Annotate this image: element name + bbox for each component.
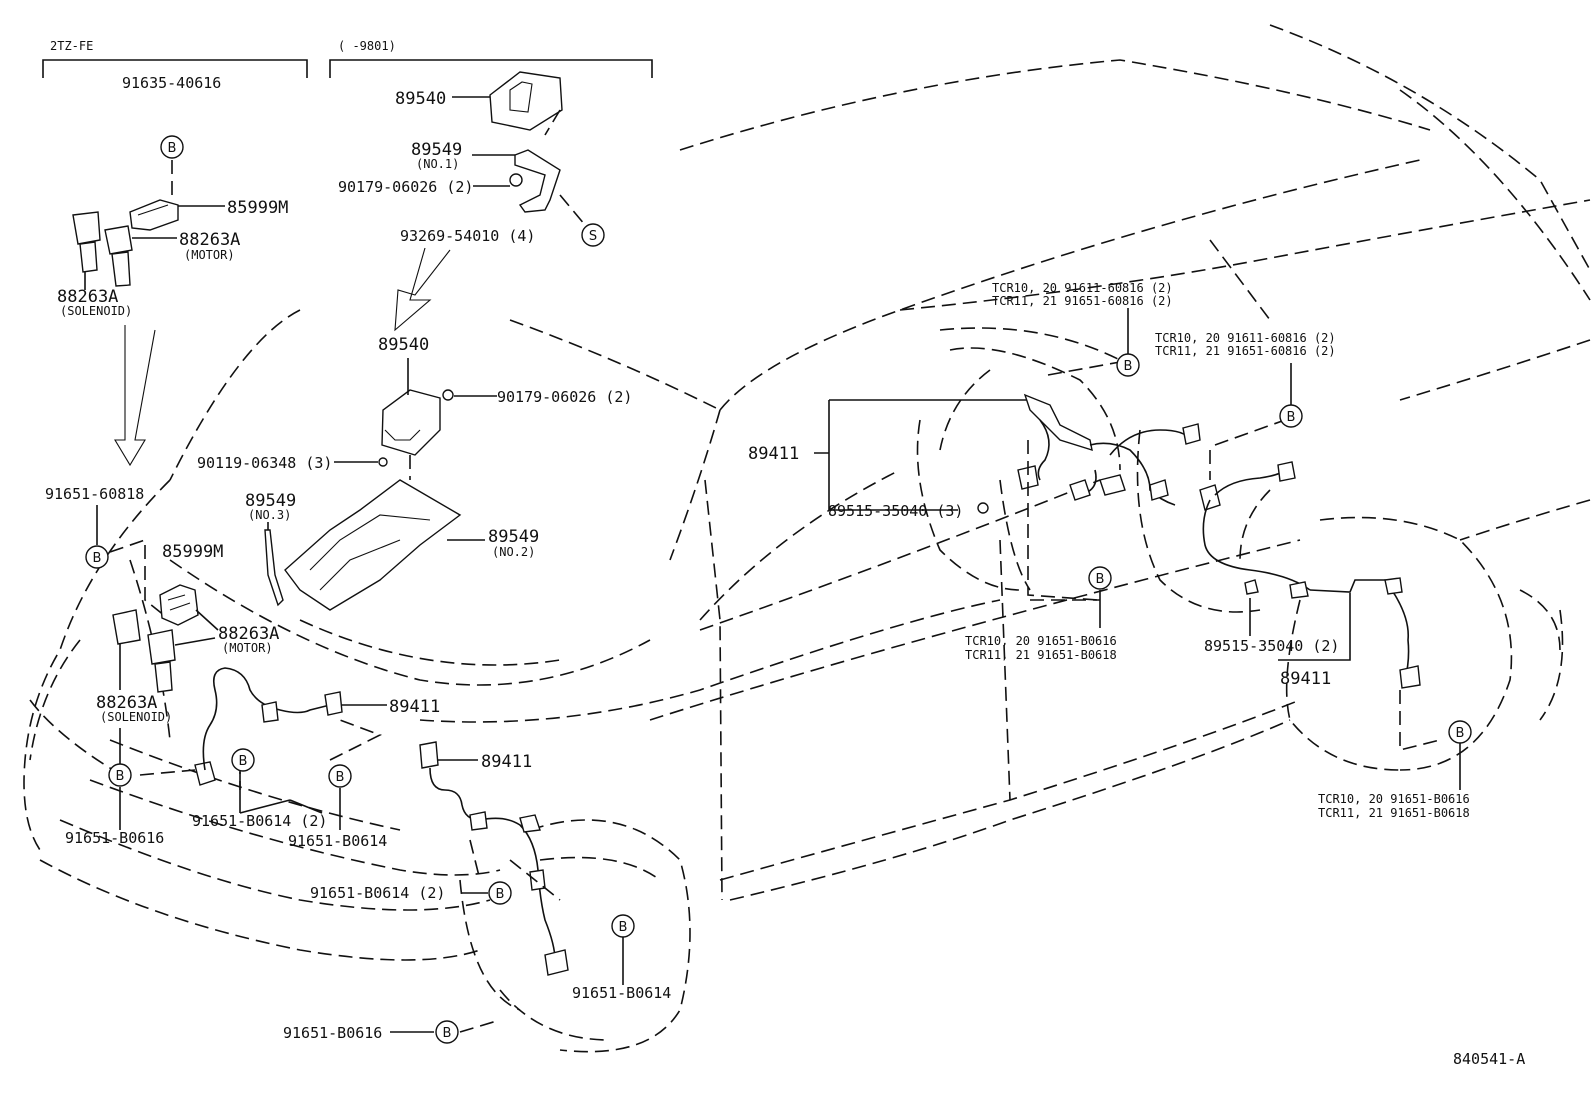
label-rear-l-tcr1020-b: TCR10, 20 91651-B0616 (1318, 792, 1470, 806)
label-89549-no1: 89549 (411, 140, 462, 160)
b-marker: B (108, 763, 132, 787)
b-marker: B (231, 748, 255, 772)
b-marker-text: B (496, 887, 505, 902)
b-marker-text: B (239, 754, 248, 769)
b-marker-text: B (619, 920, 628, 935)
label-88263a-motor-mid: 88263A (218, 624, 279, 644)
label-91651-b0614-b: 91651-B0614 (572, 984, 671, 1002)
label-88263a-motor-top: 88263A (179, 230, 240, 250)
front-sensor-parts (96, 505, 387, 830)
label-89411-rear-r: 89411 (748, 444, 799, 464)
label-91635: 91635-40616 (122, 74, 221, 92)
label-no2: (NO.2) (492, 545, 535, 559)
part-labels: 2TZ-FE ( -9801) 91635-40616 85999M 88263… (45, 39, 1525, 1068)
b-marker: B (328, 764, 352, 788)
engine-header: 2TZ-FE (50, 39, 93, 53)
engine-bay-parts (264, 358, 497, 611)
label-solenoid-mid: (SOLENOID) (100, 710, 172, 724)
b-marker-text: B (1456, 726, 1465, 741)
label-motor-top: (MOTOR) (184, 248, 235, 262)
label-89540-mid: 89540 (378, 335, 429, 355)
label-89549-no2: 89549 (488, 527, 539, 547)
label-89411-front-r: 89411 (389, 697, 440, 717)
label-89549-no3: 89549 (245, 491, 296, 511)
label-rear-r-tcr1020-b: TCR10, 20 91651-B0616 (965, 634, 1117, 648)
label-solenoid-top: (SOLENOID) (60, 304, 132, 318)
b-marker-text: B (1096, 572, 1105, 587)
b-marker: B (611, 914, 635, 938)
b-marker: B (1279, 404, 1303, 428)
label-91651-b0616-left: 91651-B0616 (65, 829, 164, 847)
label-88263a-solenoid-top: 88263A (57, 287, 118, 307)
b-marker-text: B (443, 1026, 452, 1041)
label-rear-r-tcr1121-b: TCR11, 21 91651-B0618 (965, 648, 1117, 662)
label-90119: 90119-06348 (3) (197, 454, 332, 472)
b-marker-text: B (93, 551, 102, 566)
label-85999m-mid: 85999M (162, 542, 223, 562)
rear-harness (814, 308, 1461, 790)
label-85999m-top: 85999M (227, 198, 288, 218)
label-90179-mid: 90179-06026 (2) (497, 388, 632, 406)
illustration-code: 840541-A (1453, 1050, 1525, 1068)
b-marker-text: B (336, 770, 345, 785)
label-89515-2: 89515-35040 (2) (1204, 637, 1339, 655)
b-marker: B (1088, 566, 1112, 590)
b-marker-text: B (168, 141, 177, 156)
b-marker: B (435, 1020, 459, 1044)
label-89411-rear-l: 89411 (1280, 669, 1331, 689)
label-93269: 93269-54010 (4) (400, 227, 535, 245)
s-marker: S (581, 223, 605, 247)
b-marker: B (488, 881, 512, 905)
b-marker: B (160, 135, 184, 159)
label-91651-b0614-2b: 91651-B0614 (2) (310, 884, 445, 902)
label-no1: (NO.1) (416, 157, 459, 171)
front-right-harness (390, 741, 624, 1033)
label-rear-l-tcr1020-a: TCR10, 20 91611-60816 (2) (1155, 331, 1336, 345)
label-91651-b0614-a: 91651-B0614 (288, 832, 387, 850)
header-brackets (42, 59, 653, 78)
label-90179-top: 90179-06026 (2) (338, 178, 473, 196)
label-rear-r-tcr1121-a: TCR11, 21 91651-60816 (2) (992, 294, 1173, 308)
b-marker: B (85, 545, 109, 569)
label-89515-3: 89515-35040 (3) (828, 502, 963, 520)
label-rear-l-tcr1121-a: TCR11, 21 91651-60816 (2) (1155, 344, 1336, 358)
label-88263a-solenoid-mid: 88263A (96, 693, 157, 713)
b-marker: B (1116, 353, 1140, 377)
label-rear-l-tcr1121-b: TCR11, 21 91651-B0618 (1318, 806, 1470, 820)
b-marker: B (1448, 720, 1472, 744)
inset-center-parts (394, 71, 586, 332)
s-marker-text: S (589, 229, 597, 244)
b-marker-text: B (1124, 359, 1133, 374)
vehicle-outline (23, 24, 1591, 1053)
label-91651-b0616-bottom: 91651-B0616 (283, 1024, 382, 1042)
label-rear-r-tcr1020-a: TCR10, 20 91611-60816 (2) (992, 281, 1173, 295)
label-91651-b0614-2a: 91651-B0614 (2) (192, 812, 327, 830)
label-89540-top: 89540 (395, 89, 446, 109)
inset-left-parts (72, 160, 225, 467)
label-89411-front-l: 89411 (481, 752, 532, 772)
marker-circles: B S B B B B B B B B B B B (85, 135, 1472, 1044)
b-marker-text: B (1287, 410, 1296, 425)
date-range-header: ( -9801) (338, 39, 396, 53)
b-marker-text: B (116, 769, 125, 784)
label-no3: (NO.3) (248, 508, 291, 522)
label-motor-mid: (MOTOR) (222, 641, 273, 655)
label-91651-60818: 91651-60818 (45, 485, 144, 503)
